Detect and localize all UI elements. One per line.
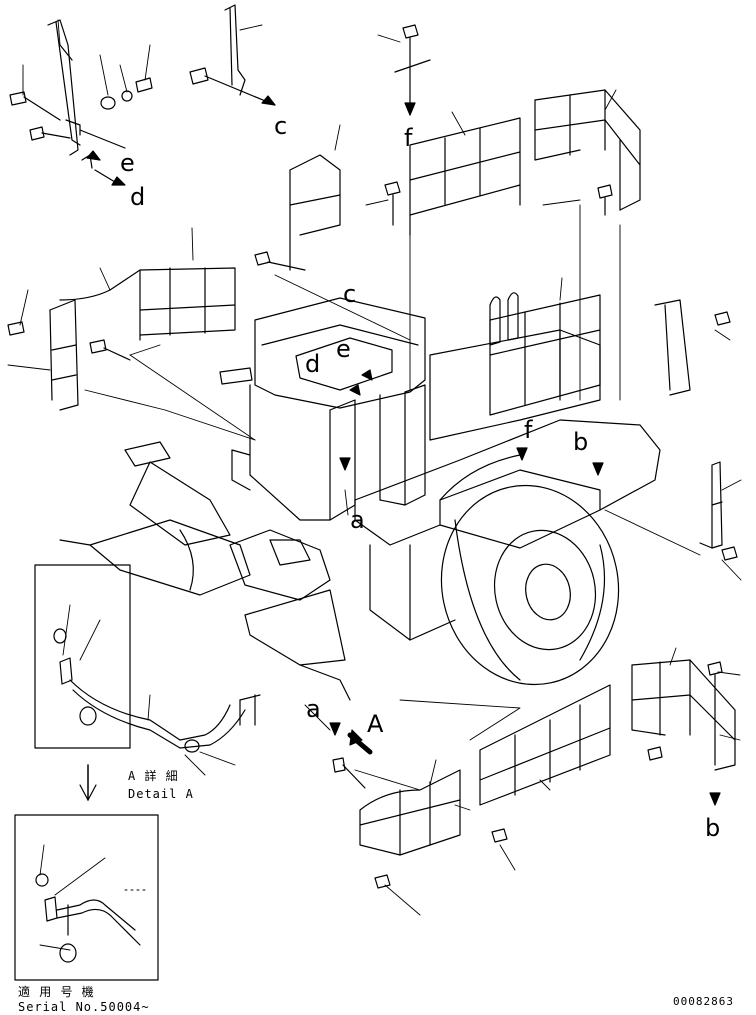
callout-c-top: c (274, 112, 288, 140)
callout-a-main: a (350, 506, 365, 534)
detail-a-label-en: Detail A (128, 787, 194, 801)
part-leaders (8, 20, 741, 960)
callout-f-top: f (404, 124, 413, 152)
handrail-top-right (385, 25, 640, 235)
detail-box-serial (15, 815, 158, 980)
detail-a-label-jp: A 詳 細 (128, 769, 179, 783)
handrail-bottom (333, 660, 735, 888)
callout-b-frame: b (573, 428, 589, 456)
direction-arrows (87, 96, 720, 805)
callout-d-cab: d (305, 350, 321, 378)
handrail-right-side (490, 295, 737, 560)
callout-A-view: A (367, 710, 384, 738)
assembly-lines (85, 205, 700, 810)
detail-a-view (35, 565, 260, 800)
machine-body (60, 293, 660, 701)
callout-e-cab: e (336, 335, 351, 363)
applicability-label-jp: 適 用 号 機 (18, 985, 95, 999)
handrail-mid-left (8, 155, 340, 410)
callout-e-top: e (120, 149, 135, 177)
drawing-number: 00082863 (673, 995, 734, 1008)
callout-a-detail: a (306, 695, 321, 723)
callout-d-top: d (130, 183, 146, 211)
callout-b-bottom: b (705, 814, 721, 842)
handrail-top-center (190, 5, 275, 105)
callout-c-mid: c (343, 280, 357, 308)
callout-f-frame: f (524, 416, 533, 444)
serial-number-label: Serial No.50004~ (18, 1000, 150, 1014)
